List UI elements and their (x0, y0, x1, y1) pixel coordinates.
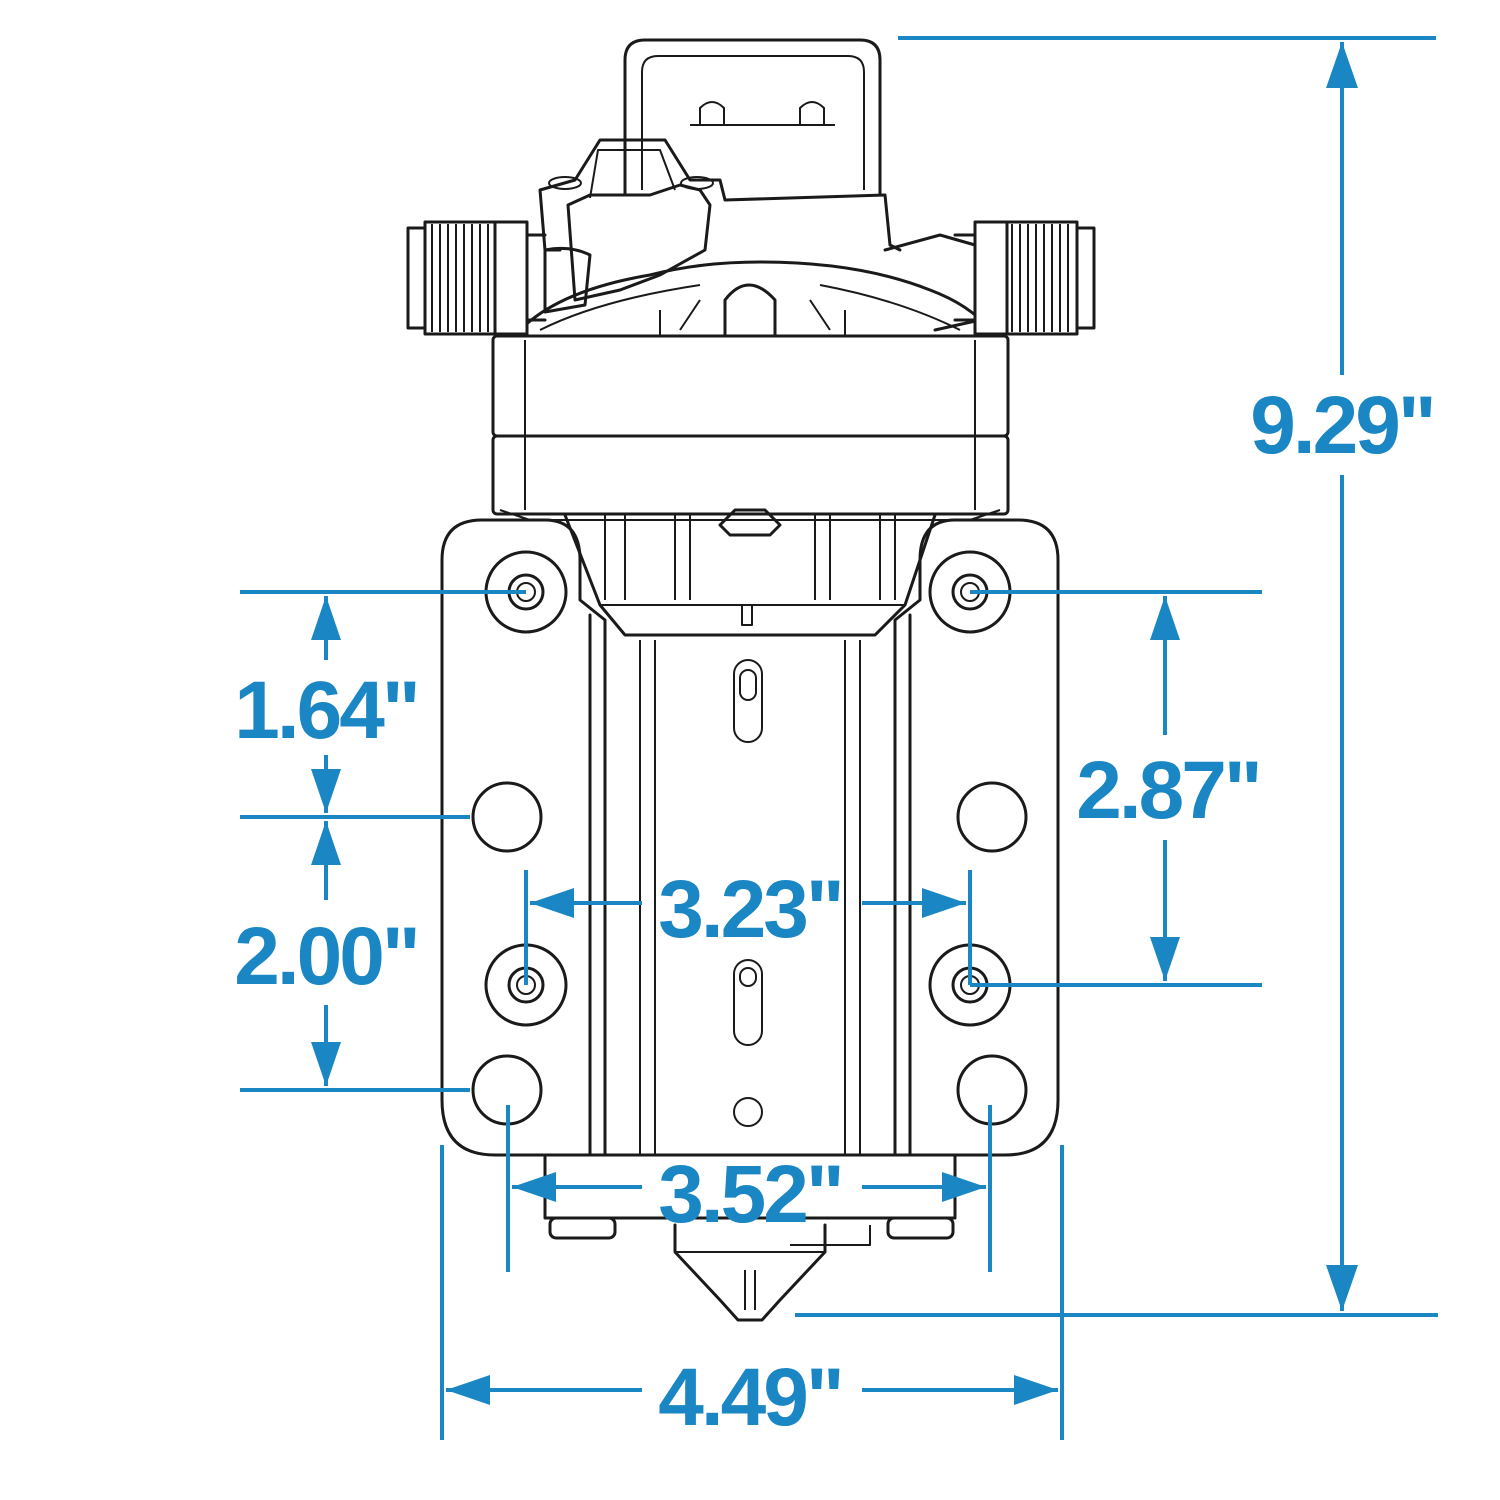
motor-body (563, 508, 937, 637)
motor-housing (491, 334, 1010, 521)
label-overall-width: 4.49" (658, 1352, 841, 1443)
label-mount-top: 1.64" (234, 665, 417, 756)
dimension-overall-height: 9.29" (795, 36, 1438, 1317)
label-screw-vertical: 2.87" (1076, 745, 1259, 836)
dimension-screw-horizontal: 3.23" (524, 864, 972, 985)
pressure-switch-housing (623, 38, 882, 197)
label-overall-height: 9.29" (1250, 380, 1433, 471)
dimension-mount-horizontal: 3.52" (506, 1105, 992, 1272)
mounting-bracket (440, 518, 1060, 1157)
dimension-screw-vertical: 2.87" (970, 590, 1263, 987)
dimension-annotations: 9.29" 1.64" 2.00" (234, 36, 1438, 1443)
pump-head (518, 138, 992, 337)
dimension-mount-top: 1.64" (234, 590, 526, 819)
outlet-port-right (953, 220, 1096, 336)
dimension-mount-bottom: 2.00" (234, 821, 470, 1092)
dimension-overall-width: 4.49" (440, 1145, 1064, 1443)
label-screw-horizontal: 3.23" (658, 864, 841, 955)
label-mount-bottom: 2.00" (234, 911, 417, 1002)
pump-drawing (406, 38, 1096, 1322)
label-mount-horizontal: 3.52" (658, 1149, 841, 1240)
inlet-port-left (406, 220, 547, 336)
mounting-holes (471, 550, 1028, 1126)
